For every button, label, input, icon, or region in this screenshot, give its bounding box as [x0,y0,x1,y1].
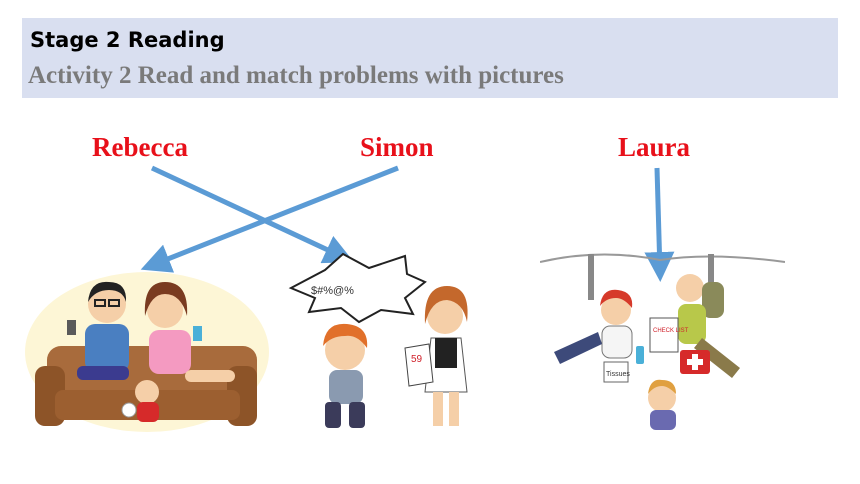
header-banner: Stage 2 Reading Activity 2 Read and matc… [22,18,838,98]
paper-text: 59 [411,354,423,365]
stage-title: Stage 2 Reading [30,28,225,52]
checklist-text: CHECK LIST [653,328,689,334]
name-rebecca: Rebecca [92,132,188,162]
speech-bubble-text: $#%@% [311,285,354,297]
boy-teacher-picture: $#%@% 59 [288,252,468,428]
arrow-laura [644,167,675,282]
arrow-simon [140,165,399,273]
arrow-rebecca [150,165,355,264]
tissues-text: Tissues [606,371,630,378]
name-laura: Laura [618,132,691,162]
activity-title: Activity 2 Read and match problems with … [28,62,564,89]
first-aid-picture: Tissues CHECK LIST [540,253,785,430]
name-simon: Simon [360,132,434,162]
family-phones-picture [25,272,269,432]
